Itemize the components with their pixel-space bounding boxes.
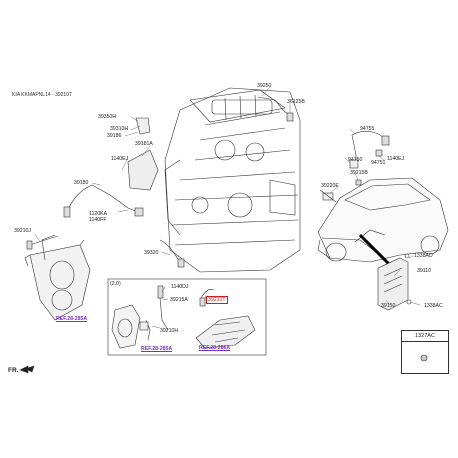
diagram-header: KIA KKMAPNL14 - 39210T — [12, 92, 73, 98]
part-label-94750[interactable]: 94750 — [348, 157, 363, 163]
front-arrow-icon — [19, 365, 35, 374]
part-label-1140ej[interactable]: 1140EJ — [111, 156, 129, 162]
part-label-1140dj[interactable]: 1140DJ — [171, 284, 189, 290]
part-label-39210j[interactable]: 39210J — [14, 228, 32, 234]
part-label-39220e[interactable]: 39220E — [321, 183, 339, 189]
bracket-39310h — [135, 117, 151, 135]
part-label-39181a[interactable]: 39181A — [135, 141, 153, 147]
front-direction-label: FR. — [8, 367, 19, 374]
vehicle-illustration — [317, 177, 449, 272]
reference-link-28-285a[interactable]: REF.28-285A — [56, 316, 88, 322]
nut-icon — [420, 354, 428, 362]
part-label-39215a[interactable]: 39215A — [170, 297, 188, 303]
part-label-39186[interactable]: 39186 — [107, 133, 122, 139]
part-label-39250[interactable]: 39250 — [257, 83, 272, 89]
part-label-1120ka[interactable]: 1120KA — [89, 211, 108, 217]
legend-part-number[interactable]: 1327AC — [402, 331, 448, 342]
part-label-39215b[interactable]: 39215B — [350, 170, 368, 176]
leader-lines — [34, 86, 421, 329]
part-label-39210h[interactable]: 39210H — [160, 328, 179, 334]
reference-link-28-286a[interactable]: REF.28-286A — [199, 345, 231, 351]
part-label-39320[interactable]: 39320 — [144, 250, 159, 256]
part-label-39210t-highlighted[interactable]: 39210T — [206, 296, 228, 304]
variant-2-0-contents — [111, 285, 256, 349]
part-label-1338ac[interactable]: 1338AC — [424, 303, 443, 309]
sensor-94755 — [351, 131, 386, 141]
engine-block — [164, 87, 301, 273]
variant-frame — [107, 278, 267, 356]
heat-shield — [127, 149, 159, 191]
part-label-36125b[interactable]: 36125B — [287, 99, 305, 105]
part-label-39150[interactable]: 39150 — [381, 303, 396, 309]
part-label-39110[interactable]: 39110 — [417, 268, 432, 274]
sensor-39320 — [159, 239, 181, 263]
sensor-39220e — [322, 192, 334, 201]
sensor-39180 — [67, 184, 93, 211]
part-label-39180[interactable]: 39180 — [74, 180, 89, 186]
part-label-39350h[interactable]: 39350H — [98, 114, 117, 120]
part-label-1338ad[interactable]: 1338AD — [414, 253, 433, 259]
part-label-39310h[interactable]: 39310H — [110, 126, 129, 132]
reference-link-28-285a-variant[interactable]: REF.28-285A — [141, 346, 173, 352]
part-label-94755[interactable]: 94755 — [360, 126, 375, 132]
sensor-39210j — [29, 235, 59, 246]
part-label-1140ff[interactable]: 1140FF — [89, 217, 107, 223]
exhaust-manifold-left — [24, 234, 91, 321]
ecu-module — [377, 253, 412, 311]
variant-label: (2.0) — [110, 281, 121, 287]
legend-box: 1327AC — [401, 330, 449, 374]
sensor-39250 — [257, 96, 291, 117]
part-label-1140ej-right[interactable]: 1140EJ — [387, 156, 405, 162]
part-label-94751[interactable]: 94751 — [371, 160, 386, 166]
